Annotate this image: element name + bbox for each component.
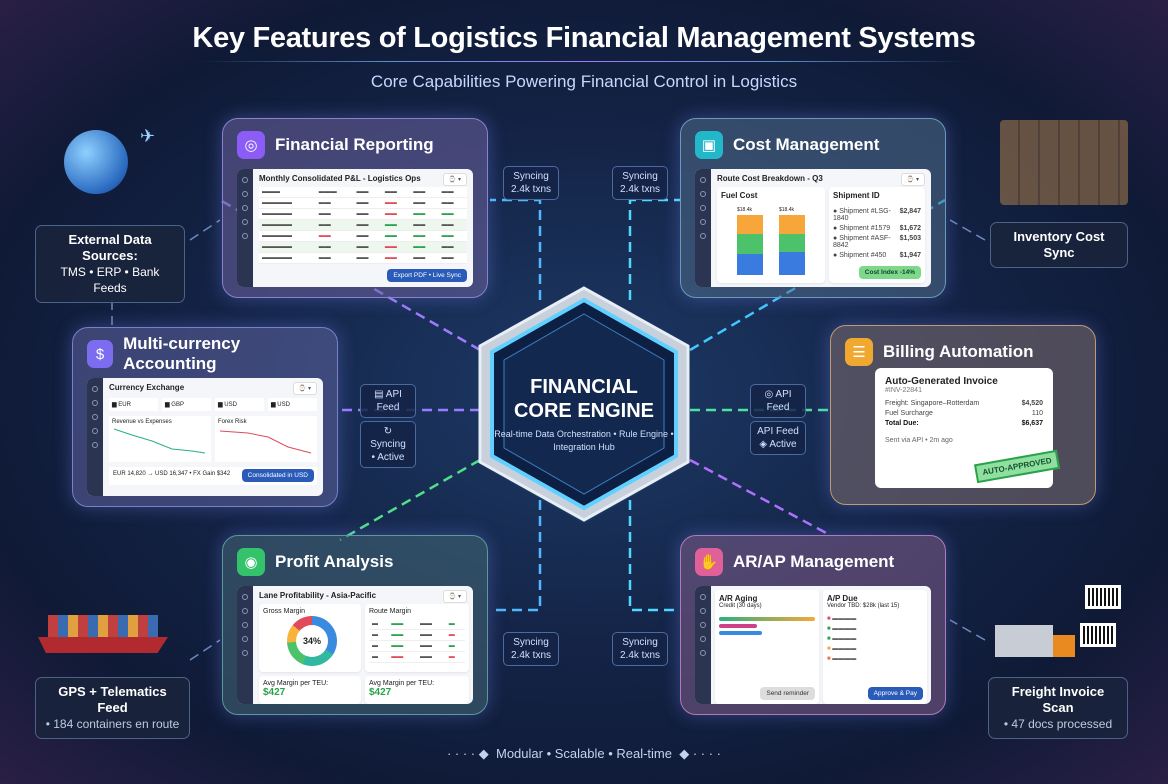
stacked-bar <box>779 215 805 275</box>
gross-margin-donut: Gross Margin 34% <box>259 604 361 672</box>
globe-illustration: ✈ <box>40 110 155 210</box>
shipment-list: Shipment ID ● Shipment #LSG-1840$2,847 ●… <box>829 187 925 283</box>
currency-panel: Currency Exchange ⌚ ▾ ▆ EUR ▆ GBP ▆ USD … <box>87 378 323 496</box>
approve-pay-button[interactable]: Approve & Pay <box>867 687 923 700</box>
stacked-bar <box>737 215 763 276</box>
profit-panel: Lane Profitability - Asia-Pacific ⌚ ▾ Gr… <box>237 586 473 704</box>
ship-illustration <box>38 605 178 660</box>
fuel-cost-chart: Fuel Cost $18.4k $18.4k <box>717 187 825 283</box>
warehouse-illustration <box>1000 120 1128 205</box>
currency-tile[interactable]: ▆ USD <box>268 398 317 411</box>
card-cost-management[interactable]: ▣ Cost Management Route Cost Breakdown - … <box>680 118 946 298</box>
truck-barcode-illustration <box>995 585 1128 665</box>
core-engine-hexagon <box>478 286 690 522</box>
inventory-cost-sync: Inventory Cost Sync <box>990 222 1128 268</box>
route-margin-table: Route Margin ▬▬▬▬▬▬▬▬▬▬▬▬▬▬▬▬▬▬▬▬▬▬▬▬ <box>365 604 469 672</box>
syncing-active-pill: ↻ Syncing• Active <box>360 421 416 468</box>
period-dropdown[interactable]: ⌚ ▾ <box>900 173 925 186</box>
page-title: Key Features of Logistics Financial Mana… <box>192 22 976 54</box>
core-engine-subtitle: Real-time Data Orchestration • Rule Engi… <box>494 429 674 452</box>
handshake-icon: ✋ <box>695 548 723 576</box>
panel-title: Monthly Consolidated P&L - Logistics Ops <box>259 174 421 183</box>
globe-icon: ◎ <box>237 131 265 159</box>
api-feed-active-pill: API Feed◈ Active <box>750 421 806 455</box>
pnl-table: ▬▬▬▬▬▬▬▬▬▬▬▬▬▬ ▬▬▬▬▬▬▬▬▬▬▬▬▬▬▬ ▬▬▬▬▬▬▬▬▬… <box>259 187 467 264</box>
freight-invoice-scan: Freight Invoice Scan• 47 docs processed <box>988 677 1128 739</box>
consolidate-button[interactable]: Consolidated in USD <box>241 469 314 482</box>
panel-title: Route Cost Breakdown - Q3 <box>717 174 823 183</box>
barcode-icon <box>1080 623 1116 647</box>
forex-chart: Forex Risk <box>215 416 317 462</box>
card-title: Financial Reporting <box>275 135 434 154</box>
region-dropdown[interactable]: ⌚ ▾ <box>442 590 467 603</box>
currency-tile[interactable]: ▆ GBP <box>162 398 211 411</box>
margin-tile: Avg Margin per TEU:$427 <box>259 676 361 704</box>
reporting-panel: Monthly Consolidated P&L - Logistics Ops… <box>237 169 473 287</box>
currency-icon: $ <box>87 340 114 368</box>
title-divider <box>200 61 968 62</box>
export-button[interactable]: Export PDF • Live Sync <box>387 269 467 282</box>
external-data-sources: External Data Sources:TMS • ERP • Bank F… <box>35 225 185 303</box>
card-title: Billing Automation <box>883 342 1034 361</box>
footer-tagline: · · · · ◆ Modular • Scalable • Real-time… <box>446 746 721 761</box>
cost-panel: Route Cost Breakdown - Q3 ⌚ ▾ Fuel Cost … <box>695 169 931 287</box>
barcode-icon <box>1085 585 1121 609</box>
gps-telematics-feed: GPS + Telematics Feed• 184 containers en… <box>35 677 190 739</box>
filter-dropdown[interactable]: ⌚ ▾ <box>292 382 317 395</box>
margin-tile: Avg Margin per TEU:$427 <box>365 676 469 704</box>
cost-index-badge: Cost Index -14% <box>858 266 921 279</box>
api-feed-pill: ▤ API Feed <box>360 384 416 418</box>
card-title: AR/AP Management <box>733 552 895 571</box>
card-profit-analysis[interactable]: ◉ Profit Analysis Lane Profitability - As… <box>222 535 488 715</box>
box-icon: ▣ <box>695 131 723 159</box>
page-subtitle: Core Capabilities Powering Financial Con… <box>370 72 798 91</box>
card-title: Multi-currency Accounting <box>123 334 241 373</box>
card-multi-currency[interactable]: $ Multi-currency Accounting Currency Exch… <box>72 327 338 507</box>
card-financial-reporting[interactable]: ◎ Financial Reporting Monthly Consolidate… <box>222 118 488 298</box>
currency-tile[interactable]: ▆ EUR <box>109 398 158 411</box>
period-dropdown[interactable]: ⌚ ▾ <box>442 173 467 186</box>
currency-tile[interactable]: ▆ USD <box>215 398 264 411</box>
chart-icon: ◉ <box>237 548 265 576</box>
fx-summary: EUR 14,820 → USD 16,347 • FX Gain $342 C… <box>109 467 317 485</box>
api-feed-pill: ◎ API Feed <box>750 384 806 418</box>
card-title: Cost Management <box>733 135 880 154</box>
airplane-icon: ✈ <box>140 126 156 146</box>
invoice-icon: ☰ <box>845 338 873 366</box>
card-title: Profit Analysis <box>275 552 394 571</box>
revenue-chart: Revenue vs Expenses <box>109 416 211 462</box>
auto-approved-stamp: AUTO-APPROVED <box>973 449 1061 484</box>
invoice-preview: Auto-Generated Invoice #INV-22841 Freigh… <box>875 368 1061 488</box>
card-billing-automation[interactable]: ☰ Billing Automation Auto-Generated Invoi… <box>830 325 1096 505</box>
send-reminder-button[interactable]: Send reminder <box>760 687 815 700</box>
